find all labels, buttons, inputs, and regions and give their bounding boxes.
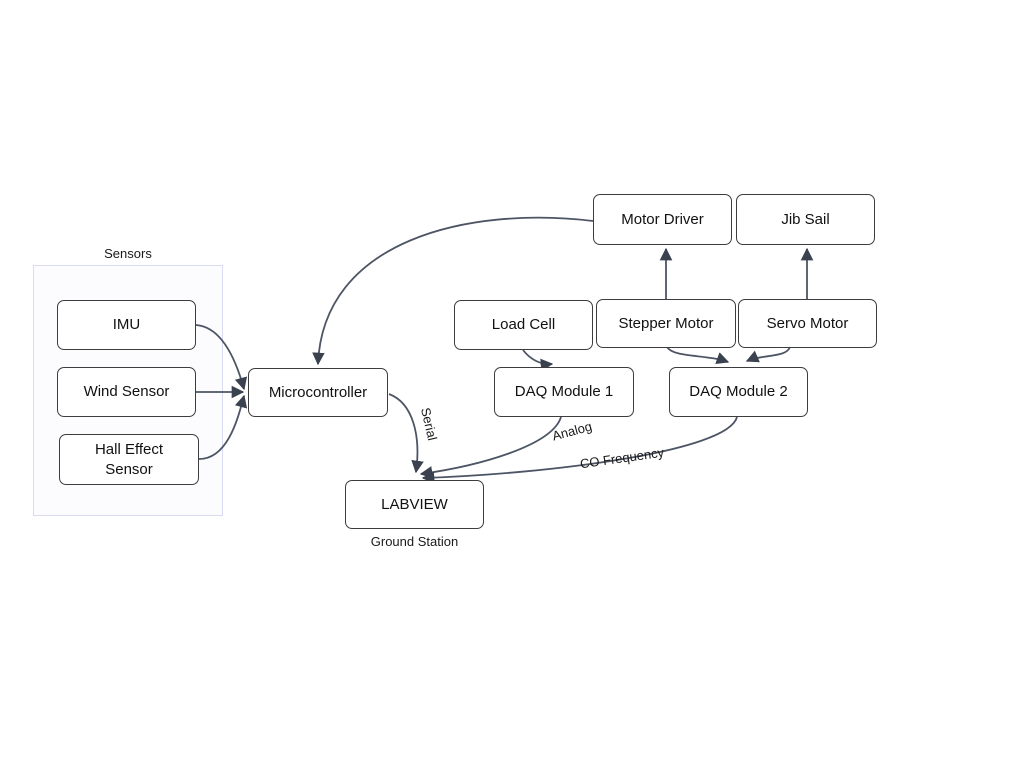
node-stepper-motor-label: Stepper Motor — [618, 314, 714, 332]
node-servo-motor-label: Servo Motor — [766, 314, 849, 332]
node-motor-driver: Motor Driver — [593, 194, 732, 245]
edge-daq2-to-labview — [421, 416, 738, 484]
node-load-cell-label: Load Cell — [491, 316, 556, 334]
node-hall-effect-sensor-label: Hall Effect Sensor — [94, 441, 164, 478]
node-daq-module-1-label: DAQ Module 1 — [514, 383, 614, 401]
edge-motor-driver-to-microcontroller — [312, 216, 594, 366]
edge-microcontroller-to-labview — [388, 393, 424, 474]
node-load-cell: Load Cell — [454, 300, 593, 350]
node-microcontroller-label: Microcontroller — [268, 383, 368, 401]
node-labview-label: LABVIEW — [381, 495, 448, 513]
node-servo-motor: Servo Motor — [738, 299, 877, 348]
edge-load-cell-to-daq1 — [522, 349, 554, 372]
node-daq-module-2-label: DAQ Module 2 — [689, 383, 788, 401]
edge-hall-effect-to-microcontroller — [198, 394, 248, 460]
edge-stepper-motor-to-daq2 — [666, 346, 730, 365]
node-daq-module-2: DAQ Module 2 — [669, 367, 808, 417]
node-daq-module-1: DAQ Module 1 — [494, 367, 634, 417]
edge-servo-motor-to-daq2 — [745, 346, 791, 363]
caption-ground-station: Ground Station — [370, 534, 459, 549]
node-jib-sail: Jib Sail — [736, 194, 875, 245]
node-imu: IMU — [57, 300, 196, 350]
node-labview: LABVIEW — [345, 480, 484, 529]
node-hall-effect-sensor: Hall Effect Sensor — [59, 434, 199, 485]
sensors-group-label: Sensors — [104, 246, 152, 261]
edge-imu-to-microcontroller — [195, 324, 248, 391]
node-wind-sensor-label: Wind Sensor — [83, 383, 170, 401]
node-jib-sail-label: Jib Sail — [781, 210, 830, 228]
node-stepper-motor: Stepper Motor — [596, 299, 736, 348]
node-imu-label: IMU — [112, 316, 141, 334]
node-wind-sensor: Wind Sensor — [57, 367, 196, 417]
node-microcontroller: Microcontroller — [248, 368, 388, 417]
node-motor-driver-label: Motor Driver — [621, 210, 704, 228]
edge-daq1-to-labview — [419, 416, 562, 479]
